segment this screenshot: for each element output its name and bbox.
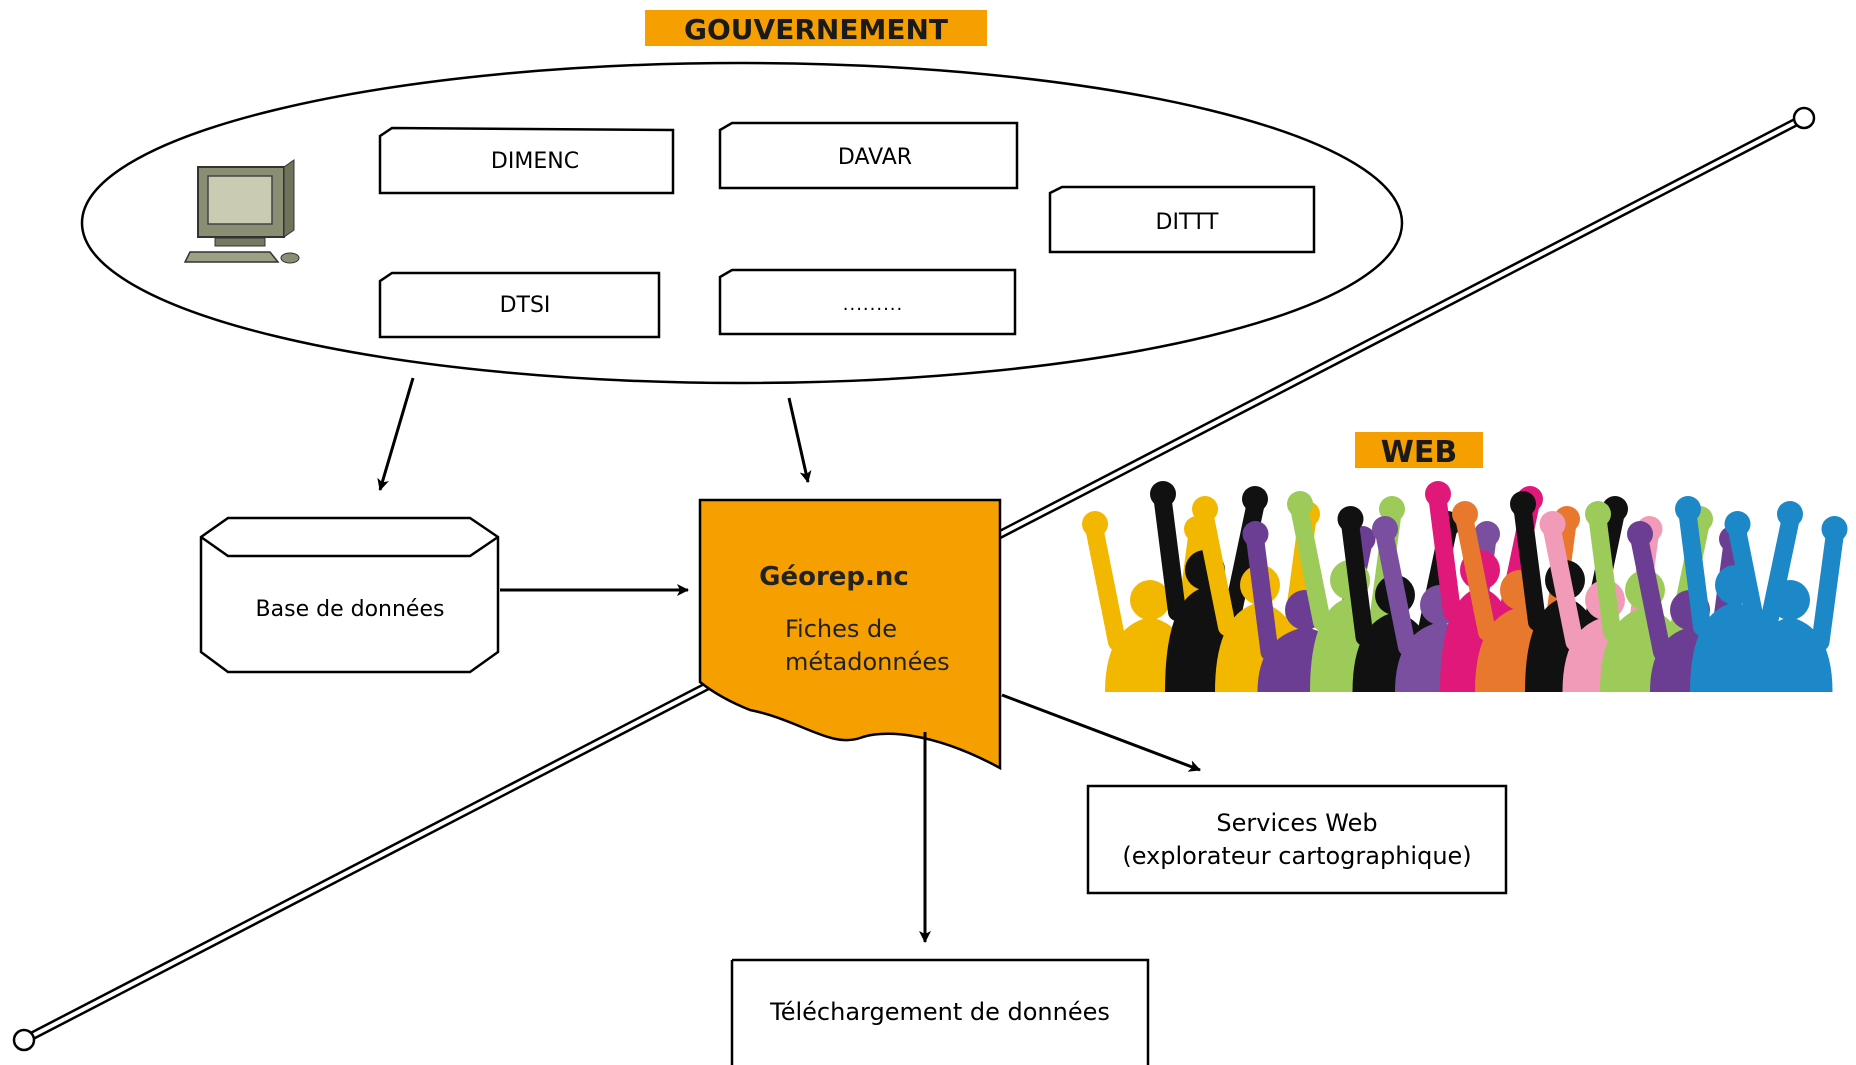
document-icon xyxy=(698,498,1002,771)
service-label: ......... xyxy=(843,294,904,315)
telechargement-box: Téléchargement de données xyxy=(730,958,1150,1065)
services-web-line1: Services Web xyxy=(1216,809,1377,837)
service-box-other: ......... xyxy=(718,268,1017,336)
boundary-endpoint-bottom xyxy=(12,1028,36,1052)
arrow-georep-to-services xyxy=(1001,693,1201,772)
services-web-box: Services Web (explorateur cartographique… xyxy=(1086,784,1508,895)
crowd-illustration xyxy=(1082,481,1848,692)
service-box-davar: DAVAR xyxy=(718,121,1019,190)
crowd-person xyxy=(1724,511,1848,692)
service-label: DIMENC xyxy=(491,149,579,174)
database-label: Base de données xyxy=(256,597,445,622)
computer-icon xyxy=(183,159,300,264)
service-label: DITTT xyxy=(1156,210,1220,235)
boundary-endpoint-top xyxy=(1792,106,1816,130)
service-box-dtsi: DTSI xyxy=(378,271,661,339)
web-tag: WEB xyxy=(1355,432,1483,470)
arrow-gov-to-georep xyxy=(787,397,812,483)
georep-document: Géorep.nc Fiches de métadonnées xyxy=(698,498,1002,771)
gouvernement-tag-bg xyxy=(645,10,987,46)
georep-title: Géorep.nc xyxy=(759,562,909,592)
web-label: WEB xyxy=(1381,435,1457,470)
georep-subtitle-line1: Fiches de xyxy=(785,615,897,643)
gouvernement-tag: GOUVERNEMENT xyxy=(645,10,987,46)
georep-subtitle-line2: métadonnées xyxy=(785,648,950,676)
web-tag-bg xyxy=(1355,432,1483,468)
service-box-dittt: DITTT xyxy=(1048,185,1316,254)
services-web-line2: (explorateur cartographique) xyxy=(1122,842,1471,870)
database-cylinder-icon: Base de données xyxy=(199,516,500,674)
service-label: DTSI xyxy=(500,293,551,318)
telechargement-label: Téléchargement de données xyxy=(769,998,1110,1026)
arrow-gov-to-database xyxy=(377,377,415,491)
service-box-dimenc: DIMENC xyxy=(378,126,675,195)
gouvernement-label: GOUVERNEMENT xyxy=(684,13,948,46)
service-label: DAVAR xyxy=(838,145,912,170)
